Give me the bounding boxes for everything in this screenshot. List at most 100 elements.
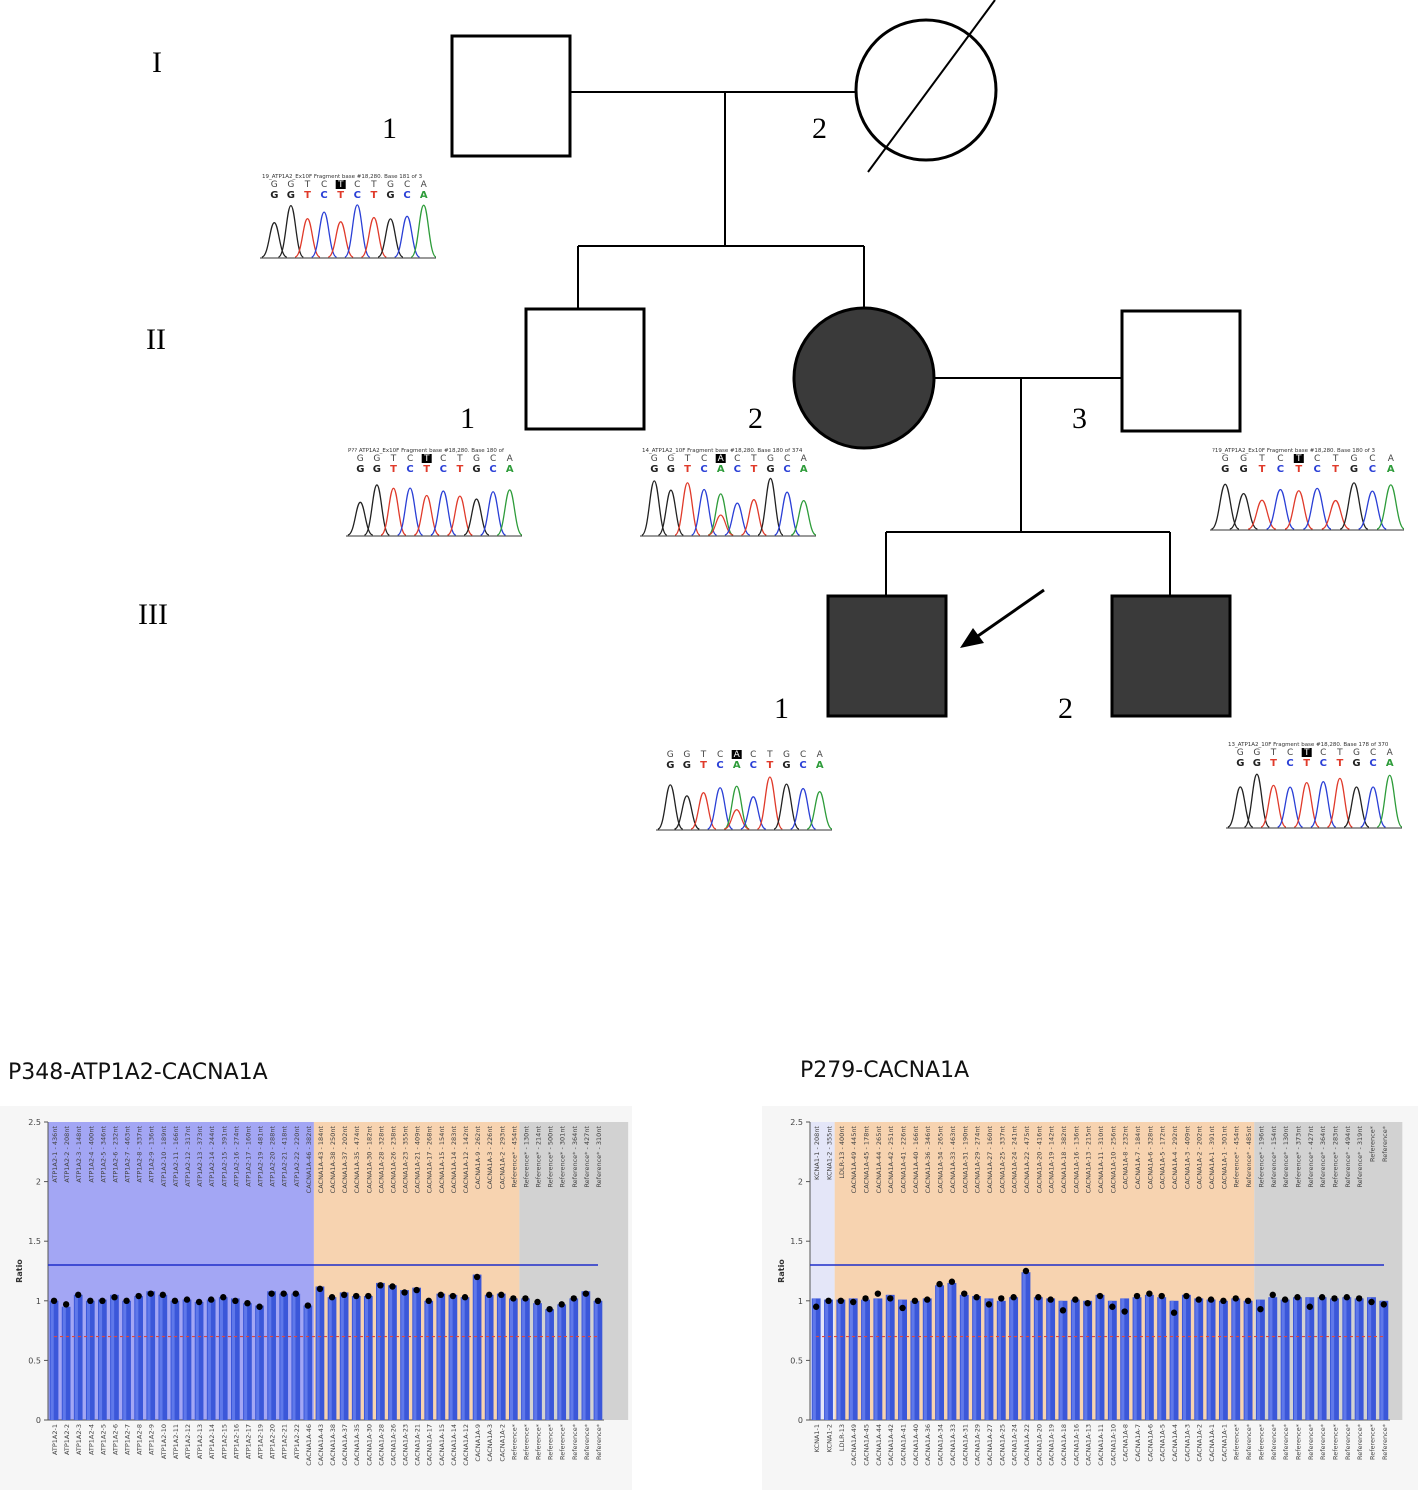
individual-I1-unaffected-male (450, 34, 572, 158)
bar-highlight (1133, 1297, 1137, 1420)
ratio-point (1244, 1297, 1252, 1304)
ratio-point (1133, 1292, 1141, 1300)
x-tick-label: CACNA1A-23 (402, 1424, 410, 1466)
bar (1218, 1300, 1228, 1420)
bar (1367, 1297, 1376, 1420)
bar (424, 1300, 434, 1420)
trace-called-base: G (270, 190, 278, 201)
bar-highlight (1096, 1294, 1100, 1420)
bar-highlight (1331, 1298, 1335, 1420)
trace-base-label: C (1320, 748, 1326, 758)
trace-base-label: C (734, 454, 740, 464)
probe-label: Reference* - 214nt (535, 1126, 543, 1188)
ratio-point (1072, 1296, 1079, 1303)
probe-label: Reference* - 427nt (1307, 1126, 1315, 1188)
ratio-point (558, 1301, 565, 1308)
probe-label: CACNA1A-37 - 202nt (341, 1126, 349, 1194)
trace-peak (657, 784, 684, 830)
trace-base-label: G (651, 454, 658, 464)
probe-label: KCNA1-1 - 208nt (813, 1126, 821, 1180)
y-tick-label: 2.5 (28, 1118, 41, 1127)
ratio-point (1331, 1295, 1338, 1302)
trace-base-label: G (767, 454, 774, 464)
ratio-point (1343, 1294, 1351, 1301)
bar-highlight (936, 1285, 940, 1420)
ratio-point (1084, 1299, 1091, 1307)
trace-peak (1360, 786, 1386, 828)
trace-header: ?19_ATP1A2_Ex10F Fragment base #18,280. … (1212, 448, 1375, 454)
ratio-point (1158, 1292, 1165, 1300)
bar (170, 1300, 180, 1420)
x-tick-label: ATP1A2-14 (208, 1424, 216, 1459)
ratio-point (1010, 1294, 1017, 1301)
x-tick-label: Reference* (1356, 1423, 1364, 1460)
bar-highlight (1047, 1298, 1051, 1420)
bar-highlight (316, 1286, 320, 1420)
x-tick-label: CACNA1A-42 (887, 1424, 895, 1466)
trace-base-label: T (1332, 454, 1339, 464)
trace-peak (707, 493, 734, 536)
bar (533, 1303, 542, 1420)
bar (1021, 1272, 1031, 1420)
bar (49, 1300, 59, 1420)
bar (122, 1300, 131, 1420)
trace-peak (1260, 784, 1287, 828)
probe-label: CACNA1A-10 - 256nt (1109, 1126, 1117, 1194)
bar (1033, 1297, 1043, 1420)
bar-highlight (1195, 1298, 1199, 1420)
probe-label: CACNA1A-1 - 301nt (1220, 1126, 1228, 1190)
ratio-point (99, 1297, 106, 1304)
ratio-point (413, 1286, 420, 1294)
x-tick-label: ATP1A2-21 (281, 1424, 289, 1459)
trace-peak (674, 795, 700, 830)
ratio-point (220, 1294, 227, 1301)
probe-label: CACNA1A-42 - 251nt (887, 1126, 895, 1194)
ratio-point (849, 1298, 857, 1306)
trace-base-label: G (667, 750, 674, 760)
bar (1255, 1299, 1265, 1420)
sequence-trace-II3: ?19_ATP1A2_Ex10F Fragment base #18,280. … (1210, 448, 1404, 531)
probe-label: CACNA1A-35 - 474nt (353, 1126, 361, 1194)
probe-label: Reference* - 310nt (595, 1126, 603, 1188)
trace-called-base: A (717, 464, 725, 475)
y-tick-label: 1 (36, 1297, 41, 1306)
x-tick-label: Reference* (1368, 1423, 1376, 1460)
bar-highlight (1232, 1298, 1236, 1420)
ratio-point (159, 1291, 167, 1299)
x-tick-label: CACNA1A-3 (1183, 1424, 1191, 1462)
sequence-trace-II2: 14_ATP1A2_10F Fragment base #18,280. Bas… (640, 448, 816, 537)
individual-II1-unaffected-male (524, 307, 646, 431)
ratio-point (365, 1292, 372, 1300)
bar-highlight (923, 1298, 927, 1420)
bar-highlight (183, 1299, 187, 1420)
trace-called-base: T (766, 760, 773, 771)
trace-called-base: C (716, 760, 723, 771)
ratio-point (1170, 1309, 1178, 1316)
trace-peak (496, 489, 522, 536)
trace-base-label: A (507, 454, 514, 464)
ratio-point (1220, 1297, 1227, 1304)
trace-base-label: G (357, 454, 364, 464)
y-tick-label: 0.5 (28, 1356, 41, 1365)
trace-peak (344, 204, 371, 258)
trace-base-label: T (1258, 454, 1265, 464)
bar (521, 1298, 530, 1420)
probe-label: CACNA1A-27 - 160nt (986, 1126, 994, 1194)
bar (146, 1291, 156, 1420)
trace-base-label: C (1287, 748, 1293, 758)
trace-base-label: T (684, 454, 691, 464)
bar (1083, 1300, 1093, 1420)
trace-peak (774, 491, 801, 536)
probe-label: ATP1A2-10 - 189nt (160, 1126, 168, 1187)
probe-label: ATP1A2-1 - 436nt (51, 1126, 59, 1183)
x-tick-label: CACNA1A-31 (961, 1424, 969, 1466)
probe-label: Reference* - 454nt (510, 1126, 518, 1188)
individual-II3-unaffected-male (1120, 309, 1242, 433)
bar-highlight (171, 1300, 175, 1420)
bar (1379, 1300, 1389, 1420)
x-tick-label: CACNA1A-45 (863, 1424, 871, 1466)
bar (581, 1291, 591, 1420)
bar-highlight (985, 1298, 989, 1420)
x-tick-label: Reference* (535, 1423, 543, 1460)
bar-highlight (1059, 1300, 1063, 1420)
